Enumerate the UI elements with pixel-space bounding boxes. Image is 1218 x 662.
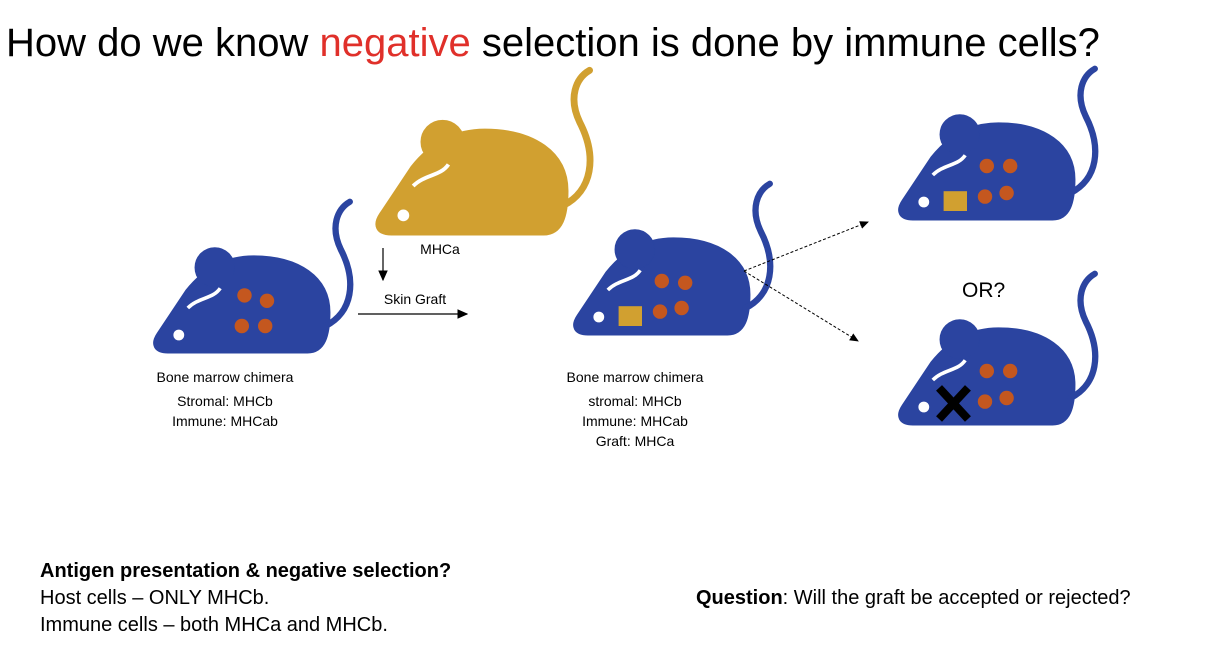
rejected-mouse xyxy=(899,274,1096,425)
or-label: OR? xyxy=(962,279,1006,302)
middle-mouse xyxy=(574,184,771,335)
middle-mouse-graft: Graft: MHCa xyxy=(595,433,675,449)
left-mouse xyxy=(154,202,351,353)
middle-mouse-immune: Immune: MHCab xyxy=(582,413,688,429)
slide-title: How do we know negative selection is don… xyxy=(6,18,1206,68)
arrow-to-rejected xyxy=(743,270,859,342)
title-part-2: selection is done by immune cells? xyxy=(470,21,1100,65)
donor-mouse-shape xyxy=(376,70,590,235)
middle-mouse-stromal: stromal: MHCb xyxy=(588,393,682,409)
skin-graft-patch xyxy=(618,306,642,326)
left-mouse-immune: Immune: MHCab xyxy=(172,413,278,429)
question-label: Question xyxy=(696,587,783,609)
donor-mouse xyxy=(376,70,590,235)
left-mouse-name: Bone marrow chimera xyxy=(156,369,294,385)
note-immune-cells: Immune cells – both MHCa and MHCb. xyxy=(40,614,388,636)
left-mouse-stromal: Stromal: MHCb xyxy=(177,393,273,409)
question-text: Question: Will the graft be accepted or … xyxy=(696,585,1131,612)
skin-graft-label: Skin Graft xyxy=(383,291,447,307)
arrow-to-accepted xyxy=(743,221,869,272)
left-mouse-caption: Bone marrow chimera Stromal: MHCb Immune… xyxy=(130,367,320,431)
accepted-mouse xyxy=(899,69,1096,220)
antigen-presentation-note: Antigen presentation & negative selectio… xyxy=(40,558,451,639)
middle-mouse-name: Bone marrow chimera xyxy=(566,369,704,385)
title-part-1: How do we know xyxy=(6,21,320,65)
note-host-cells: Host cells – ONLY MHCb. xyxy=(40,587,270,609)
note-heading: Antigen presentation & negative selectio… xyxy=(40,560,452,582)
donor-mouse-ear-line xyxy=(411,163,451,188)
donor-mhc-label: MHCa xyxy=(420,241,460,257)
middle-mouse-caption: Bone marrow chimera stromal: MHCb Immune… xyxy=(540,367,730,451)
rejection-x-icon xyxy=(936,385,971,422)
question-body: : Will the graft be accepted or rejected… xyxy=(782,587,1131,609)
title-highlight: negative xyxy=(319,21,471,65)
donor-mouse-eye xyxy=(397,209,410,222)
